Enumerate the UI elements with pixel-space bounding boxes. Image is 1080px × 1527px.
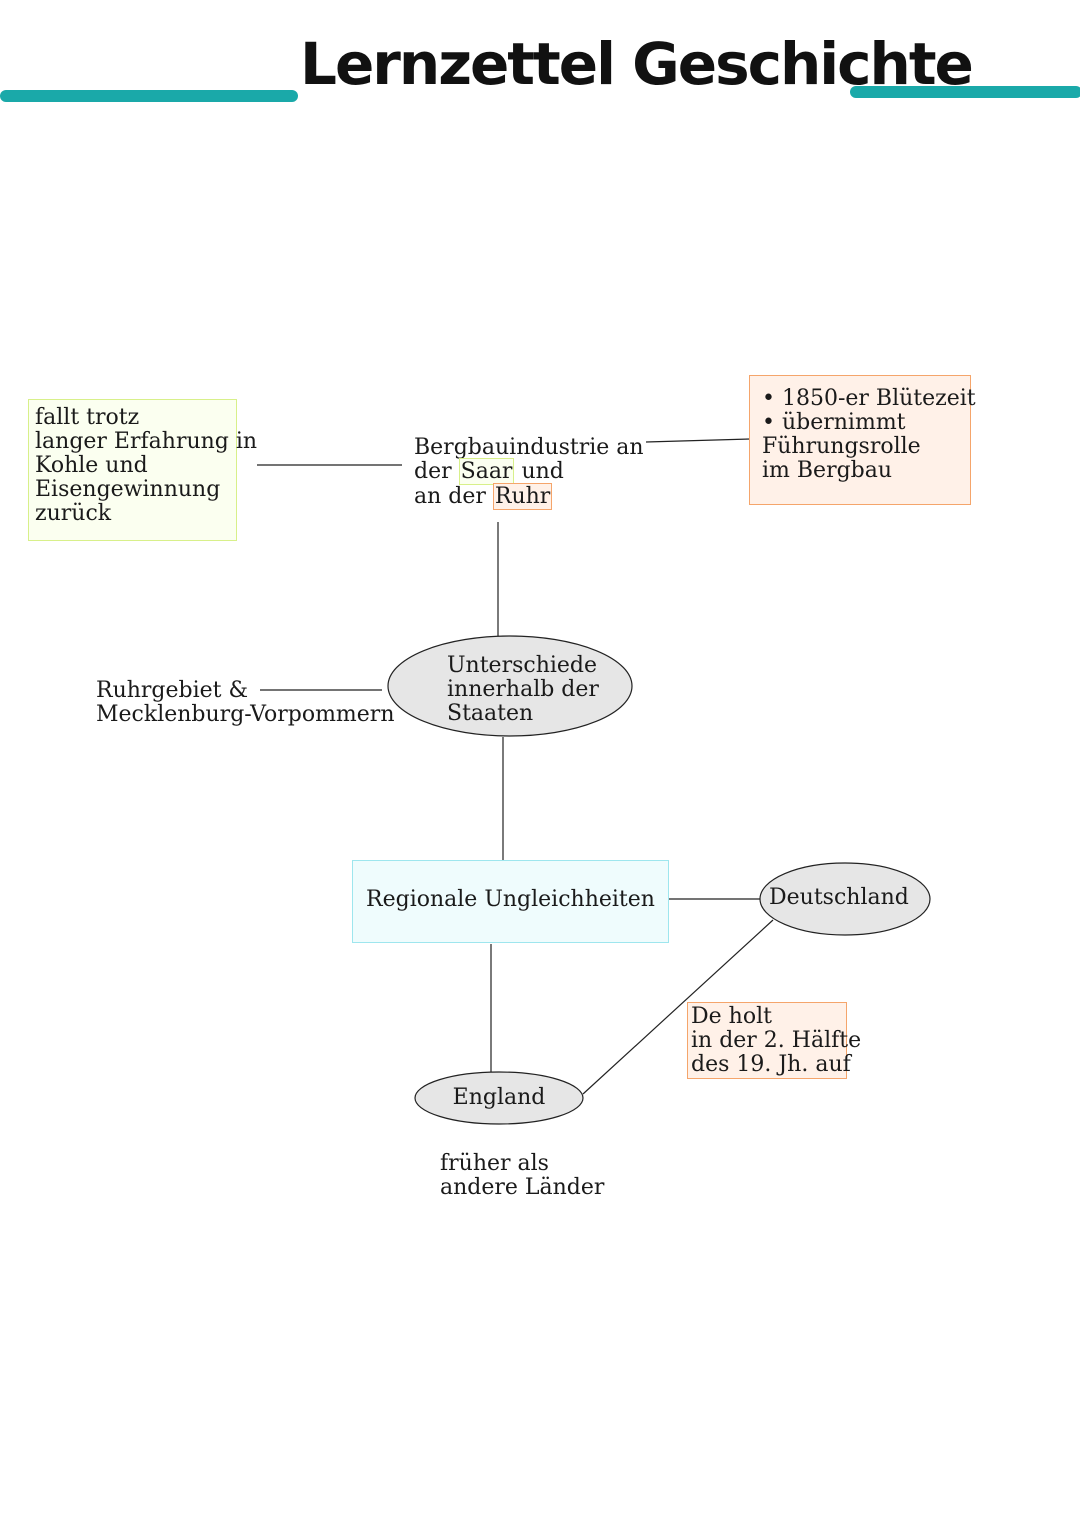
line-bergbau-rightnote <box>645 438 751 443</box>
left-note-line: Kohle und <box>35 453 148 478</box>
left-note-line: Eisengewinnung <box>35 477 221 502</box>
right-note-line: im Bergbau <box>762 458 893 483</box>
saar-highlight: Saar <box>458 458 515 485</box>
right-note-box <box>749 375 971 505</box>
bergbau-line1: Bergbauindustrie an <box>414 435 644 460</box>
bergbau-line3: an der Ruhr <box>414 483 644 510</box>
regionale-label: Regionale Ungleichheiten <box>366 887 655 912</box>
deutschland-label: Deutschland <box>769 885 909 910</box>
title-bar-left <box>0 90 298 102</box>
bergbau-line2-pre: der <box>414 459 459 484</box>
frueher-node: früher als andere Länder <box>440 1152 604 1200</box>
unterschiede-line: innerhalb der <box>447 677 599 702</box>
ruhrgebiet-node: Ruhrgebiet & Mecklenburg-Vorpommern <box>96 679 395 727</box>
unterschiede-label: Unterschiede innerhalb der Staaten <box>447 654 599 726</box>
right-note-text: • 1850-er Blütezeit • übernimmt Führungs… <box>762 387 976 483</box>
bergbau-line2: der Saar und <box>414 458 644 485</box>
title-bar-right <box>850 86 1080 98</box>
de-note-line: des 19. Jh. auf <box>691 1052 851 1077</box>
ruhr-highlight: Ruhr <box>492 483 553 510</box>
england-ellipse <box>414 1071 584 1125</box>
de-note-line: in der 2. Hälfte <box>691 1028 862 1053</box>
right-note-line: Führungsrolle <box>762 434 921 459</box>
bergbau-node: Bergbauindustrie an der Saar und an der … <box>414 435 644 510</box>
england-label: England <box>452 1085 546 1110</box>
deutschland-ellipse <box>759 862 931 936</box>
bergbau-line3-pre: an der <box>414 484 493 509</box>
left-note-text: fallt trotz langer Erfahrung in Kohle un… <box>35 406 257 526</box>
bergbau-line2-post: und <box>514 459 564 484</box>
left-note-line: langer Erfahrung in <box>35 429 258 454</box>
frueher-line: früher als <box>440 1151 549 1176</box>
de-note-line: De holt <box>691 1004 772 1029</box>
unterschiede-line: Unterschiede <box>447 653 598 678</box>
de-note-box <box>687 1002 847 1079</box>
de-note-text: De holt in der 2. Hälfte des 19. Jh. auf <box>691 1005 861 1077</box>
ruhrgebiet-line: Mecklenburg-Vorpommern <box>96 702 395 727</box>
ruhrgebiet-line: Ruhrgebiet & <box>96 678 249 703</box>
left-note-line: fallt trotz <box>35 405 140 430</box>
line-england-deutschland <box>582 919 774 1095</box>
left-note-box <box>28 399 237 541</box>
unterschiede-line: Staaten <box>447 701 534 726</box>
frueher-line: andere Länder <box>440 1175 605 1200</box>
left-note-line: zurück <box>35 501 112 526</box>
regionale-box <box>352 860 669 943</box>
unterschiede-ellipse <box>387 635 633 737</box>
right-note-line: • 1850-er Blütezeit <box>762 386 976 411</box>
right-note-line: • übernimmt <box>762 410 906 435</box>
